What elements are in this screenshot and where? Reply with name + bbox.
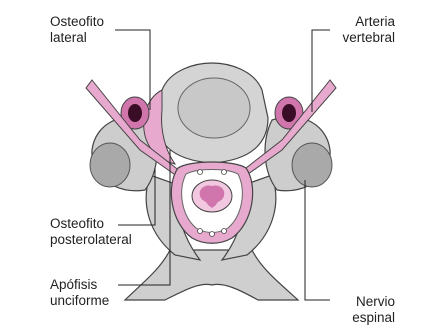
label-nervio-espinal-line1: Nervio bbox=[333, 294, 395, 310]
label-apofisis-unciforme: Apófisis unciforme bbox=[50, 277, 109, 309]
root-dot bbox=[198, 229, 203, 234]
spinous-process bbox=[125, 250, 298, 300]
label-osteofito-lateral: Osteofito lateral bbox=[50, 14, 104, 46]
body-superior-surface bbox=[178, 78, 250, 138]
root-dot bbox=[222, 170, 227, 175]
root-dot bbox=[222, 229, 227, 234]
label-osteofito-posterolateral: Osteofito posterolateral bbox=[50, 216, 132, 248]
label-osteofito-posterolateral-line2: posterolateral bbox=[50, 232, 132, 248]
label-osteofito-lateral-line2: lateral bbox=[50, 30, 104, 46]
leader-nervio-espinal bbox=[305, 180, 330, 300]
transverse-tubercle-right bbox=[292, 143, 332, 187]
label-arteria-vertebral-line1: Arteria bbox=[333, 14, 395, 30]
vertebral-artery-right bbox=[282, 104, 296, 122]
label-nervio-espinal: Nervio espinal bbox=[333, 294, 395, 326]
transverse-tubercle-left bbox=[90, 143, 130, 187]
label-apofisis-unciforme-line2: unciforme bbox=[50, 293, 109, 309]
label-nervio-espinal-line2: espinal bbox=[333, 310, 395, 326]
label-apofisis-unciforme-line1: Apófisis bbox=[50, 277, 109, 293]
label-osteofito-lateral-line1: Osteofito bbox=[50, 14, 104, 30]
label-arteria-vertebral: Arteria vertebral bbox=[333, 14, 395, 46]
label-osteofito-posterolateral-line1: Osteofito bbox=[50, 216, 132, 232]
vertebral-artery-left bbox=[128, 104, 142, 122]
root-dot bbox=[210, 232, 215, 237]
label-arteria-vertebral-line2: vertebral bbox=[333, 30, 395, 46]
root-dot bbox=[198, 170, 203, 175]
